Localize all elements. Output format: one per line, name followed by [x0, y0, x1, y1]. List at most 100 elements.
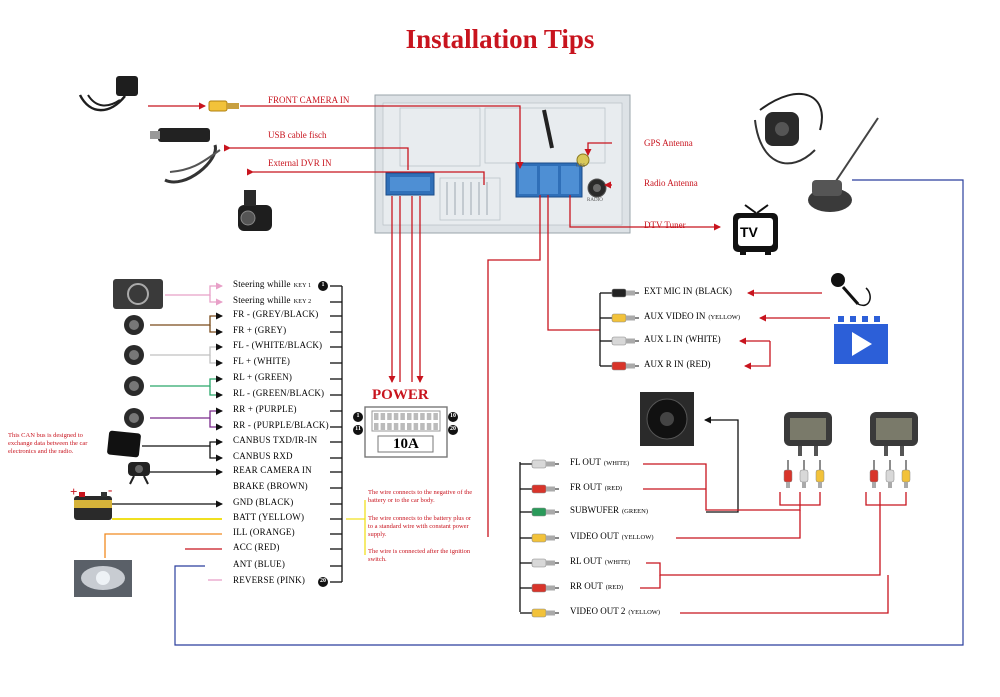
harness-row-label: RR - (PURPLE/BLACK)	[233, 420, 329, 430]
harness-row-12: CANBUS RXD	[233, 451, 293, 461]
battery-plus-sign: +	[70, 484, 78, 499]
left-harness-wires	[104, 282, 223, 581]
harness-row-key: KEY 2	[293, 299, 312, 305]
av-output-color: (RED)	[604, 485, 623, 492]
acc-note: The wire is connected after the ignition…	[368, 548, 471, 563]
harness-row-label: RL - (GREEN/BLACK)	[233, 388, 325, 398]
harness-row-8: RL - (GREEN/BLACK)	[233, 388, 324, 398]
power-pin	[400, 413, 405, 420]
power-pin	[380, 413, 386, 420]
av-output-color: (YELLOW)	[628, 609, 661, 616]
note-lines	[346, 500, 366, 555]
harness-row-6: FL + (WHITE)	[233, 356, 290, 366]
steering-wheel-icon	[113, 279, 163, 309]
radio-antenna-label: Radio Antenna	[644, 178, 698, 188]
av-output-label: VIDEO OUT 2	[570, 606, 626, 616]
harness-row-label: BRAKE (BROWN)	[233, 481, 308, 491]
power-pin	[387, 423, 392, 430]
av-input-color: (WHITE)	[685, 334, 721, 344]
can-module-icon	[107, 430, 141, 458]
radio-port-label: RADIO	[587, 198, 603, 203]
harness-row-label: Steering whille	[233, 295, 291, 305]
av-input-label: AUX R IN	[644, 359, 684, 369]
rca-plug-icon	[531, 608, 559, 618]
harness-row-5: FL - (WHITE/BLACK)	[233, 340, 322, 350]
gps-antenna-label: GPS Antenna	[644, 138, 693, 148]
harness-row-label: CANBUS RXD	[233, 451, 293, 461]
av-output-label: FR OUT	[570, 482, 602, 492]
fuse-label: 10A	[393, 436, 419, 452]
av-output-7: VIDEO OUT 2(YELLOW)	[570, 606, 660, 616]
rca-plug-icon	[531, 583, 559, 593]
harness-row-label: CANBUS TXD/IR-IN	[233, 435, 318, 445]
harness-row-label: ACC (RED)	[233, 542, 280, 552]
power-pin	[420, 423, 425, 430]
av-output-color: (RED)	[605, 584, 624, 591]
tv-icon	[733, 204, 778, 255]
power-pin	[393, 423, 399, 430]
speaker-icon	[124, 315, 144, 335]
power-pin	[426, 423, 432, 430]
av-output-color: (GREEN)	[622, 508, 649, 515]
harness-row-label: RR + (PURPLE)	[233, 404, 297, 414]
harness-row-11: CANBUS TXD/IR-IN	[233, 435, 317, 445]
av-output-color: (YELLOW)	[621, 534, 654, 541]
battery-icon	[74, 492, 112, 520]
av-input-color: (BLACK)	[695, 286, 732, 296]
power-pin	[407, 413, 412, 420]
harness-row-label: REVERSE (PINK)	[233, 575, 306, 585]
batt-note: The wire connects to the battery plus or…	[368, 515, 472, 538]
harness-row-17: ILL (ORANGE)	[233, 527, 295, 537]
av-output-wires	[640, 416, 907, 614]
av-output-6: RR OUT(RED)	[570, 581, 623, 591]
harness-row-label: BATT (YELLOW)	[233, 512, 305, 522]
av-output-label: FL OUT	[570, 457, 601, 467]
rear-camera-icon	[128, 462, 150, 485]
av-input-wires	[739, 289, 830, 370]
power-pin	[420, 413, 425, 420]
tv-icon-text: TV	[740, 224, 758, 240]
usb-cable-label: USB cable fisch	[268, 130, 327, 140]
page-title: Installation Tips	[405, 24, 595, 54]
harness-row-14: BRAKE (BROWN)	[233, 481, 308, 491]
head-unit-back-panel	[374, 94, 631, 234]
rca-plug-icon	[611, 361, 639, 371]
harness-row-label: FL - (WHITE/BLACK)	[233, 340, 323, 350]
power-pin-20-label: 20	[450, 426, 456, 432]
subwoofer-icon	[640, 392, 694, 446]
harness-row-13: REAR CAMERA IN	[233, 465, 312, 475]
canbus-note: This CAN bus is designed to exchange dat…	[8, 432, 88, 455]
microphone-icon	[831, 273, 871, 307]
av-output-3: SUBWUFER(GREEN)	[570, 505, 648, 515]
harness-row-label: Steering whille	[233, 279, 291, 289]
harness-row-label: ANT (BLUE)	[233, 559, 286, 569]
harness-row-label: FR - (GREY/BLACK)	[233, 309, 319, 319]
harness-row-19: ANT (BLUE)	[233, 559, 285, 569]
av-output-1: FL OUT(WHITE)	[570, 457, 629, 467]
power-pin	[407, 423, 412, 430]
av-output-4: VIDEO OUT(YELLOW)	[570, 531, 654, 541]
rca-plug-icon	[531, 558, 559, 568]
dvr-camera-icon	[238, 190, 272, 231]
head-unit-wires	[148, 102, 721, 537]
power-pin	[387, 413, 392, 420]
harness-row-label: FR + (GREY)	[233, 325, 287, 335]
av-input-label: AUX L IN	[644, 334, 683, 344]
av-input-label: EXT MIC IN	[644, 286, 693, 296]
rca-plug-icon	[611, 336, 639, 346]
harness-row-9: RR + (PURPLE)	[233, 404, 297, 414]
harness-row-10: RR - (PURPLE/BLACK)	[233, 420, 329, 430]
rca-plug-icon	[208, 100, 239, 112]
pin-1-label: 1	[321, 282, 325, 288]
speaker-icon	[124, 408, 144, 428]
antenna-blue-wire	[174, 179, 964, 646]
speaker-icon	[124, 345, 144, 365]
av-output-color: (WHITE)	[603, 460, 630, 467]
av-input-4: AUX R IN(RED)	[644, 359, 711, 369]
usb-stick-icon	[150, 128, 221, 184]
harness-row-7: RL + (GREEN)	[233, 372, 292, 382]
